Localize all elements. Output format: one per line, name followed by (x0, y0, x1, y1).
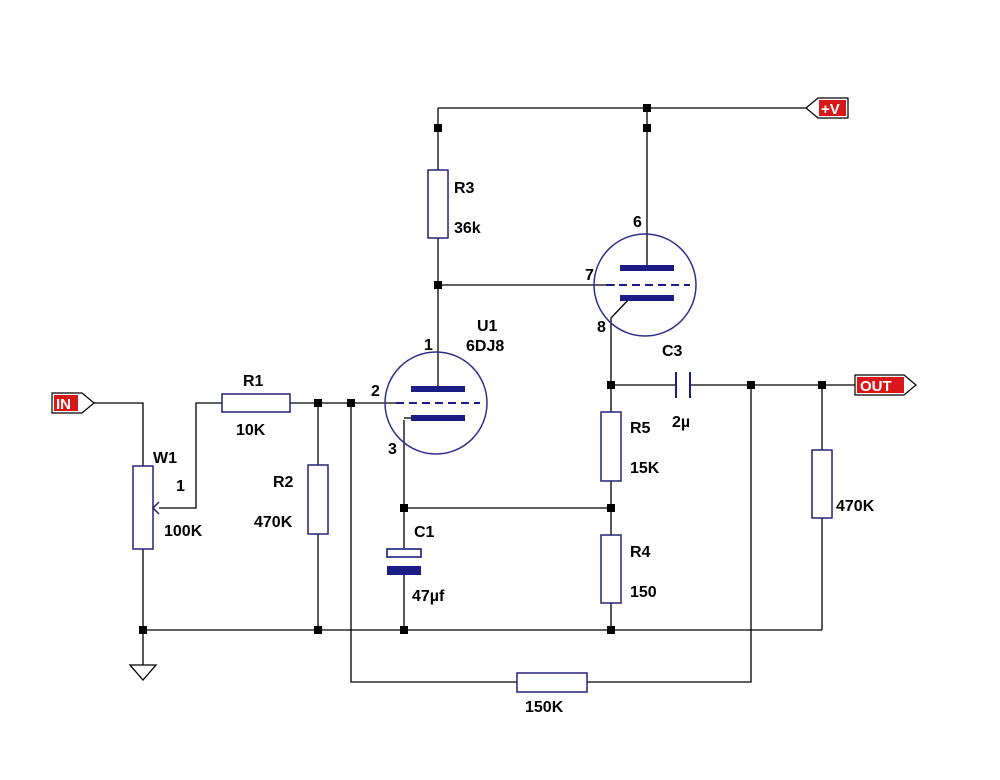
tube-u1-b (593, 233, 697, 337)
w1-ref: W1 (153, 450, 177, 467)
capacitor-c3 (675, 372, 691, 398)
r3-ref: R3 (454, 180, 475, 197)
r1-value: 10K (236, 422, 266, 439)
port-out-label: OUT (860, 378, 892, 395)
r2-ref: R2 (273, 474, 294, 491)
r4-ref: R4 (630, 544, 651, 561)
w1-value: 100K (164, 523, 203, 540)
r3-value: 36k (454, 220, 481, 237)
resistor-r5 (600, 411, 622, 482)
potentiometer-w1 (132, 465, 160, 550)
u1-pin-3: 3 (388, 441, 397, 458)
port-vplus: +V (805, 97, 849, 119)
u1-ref: U1 (477, 318, 498, 335)
tube-u1-a (384, 351, 488, 455)
junctions (139, 104, 826, 634)
u1-pin-8: 8 (597, 319, 606, 336)
c3-value: 2µ (672, 414, 690, 431)
port-out: OUT (854, 374, 917, 396)
w1-pin: 1 (176, 478, 185, 495)
r-feedback-value: 150K (525, 699, 564, 716)
c1-ref: C1 (414, 524, 435, 541)
resistor-r4 (600, 534, 622, 604)
r4-value: 150 (630, 584, 657, 601)
c3-ref: C3 (662, 343, 683, 360)
r-out-value: 470K (836, 498, 875, 515)
resistor-r-out (811, 449, 833, 519)
r1-ref: R1 (243, 373, 264, 390)
resistor-r-feedback (516, 672, 588, 693)
r5-value: 15K (630, 460, 660, 477)
port-vplus-label: +V (821, 101, 840, 118)
resistor-r2 (307, 464, 329, 535)
u1-pin-7: 7 (585, 267, 594, 284)
resistor-r1 (221, 393, 291, 413)
u1-pin-1: 1 (424, 337, 433, 354)
port-in-label: IN (56, 396, 71, 413)
port-in: IN (51, 392, 95, 414)
r5-ref: R5 (630, 420, 651, 437)
r2-value: 470K (254, 514, 293, 531)
u1-type: 6DJ8 (466, 338, 504, 355)
u1-pin-2: 2 (371, 383, 380, 400)
resistor-r3 (427, 169, 449, 239)
wires (94, 107, 855, 683)
c1-value: 47µf (412, 588, 445, 605)
labels: W1 1 100K R1 10K R2 470K R3 36k R5 15K R… (153, 180, 875, 716)
ground-symbol (128, 664, 158, 681)
u1-pin-6: 6 (633, 214, 642, 231)
capacitor-c1 (386, 548, 422, 575)
